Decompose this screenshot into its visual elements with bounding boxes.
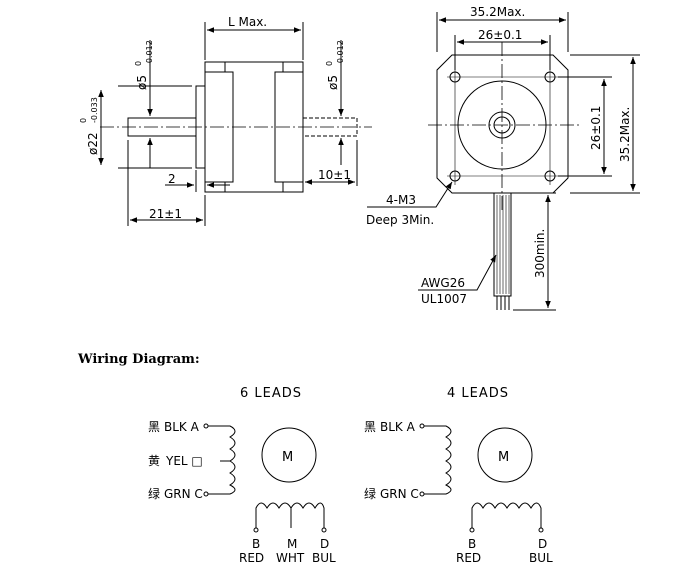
coil-a-6 <box>208 425 236 495</box>
four-coil-a-label-0: BLK A <box>380 420 416 434</box>
boss-dia: ø22 <box>86 132 100 155</box>
six-coil-a-label-2: GRN C <box>164 487 203 501</box>
front-view <box>367 12 640 311</box>
six-coil-a-label-1: YEL □ <box>165 454 203 468</box>
six-coil-b-color-2: BUL <box>312 551 336 565</box>
shaft-dia-right-tol-lower: -0.012 <box>336 40 345 66</box>
overall-width: 35.2Max. <box>470 5 525 19</box>
four-coil-b-color-0: RED <box>456 551 481 565</box>
four-coil-b-letter-1: D <box>538 537 547 551</box>
six-leads-schematic <box>203 423 327 533</box>
wiring-heading: Wiring Diagram: <box>77 352 200 367</box>
thread-label: 4-M3 <box>386 193 416 207</box>
coil-b-6 <box>255 502 325 528</box>
shaft-dia-right: ø5 <box>326 75 340 90</box>
four-coil-a-cn-0: 黑 <box>364 420 376 434</box>
four-leads-title: 4 LEADS <box>447 386 509 401</box>
six-coil-b-color-0: RED <box>239 551 264 565</box>
four-coil-a-label-1: GRN C <box>380 487 419 501</box>
shaft-dia-left-tol-upper: 0 <box>134 61 143 66</box>
wire-gauge: AWG26 <box>421 276 465 290</box>
rear-shaft-length: 10±1 <box>318 168 351 182</box>
six-motor-label: M <box>282 450 294 465</box>
boss-dia-tol-lower: -0.033 <box>90 97 99 123</box>
six-coil-b-letter-0: B <box>252 537 260 551</box>
hole-spacing-h: 26±0.1 <box>478 28 522 42</box>
boss-height: 2 <box>168 172 176 186</box>
six-coil-a-cn-1: 黄 <box>148 454 160 468</box>
six-coil-b-letter-2: D <box>320 537 329 551</box>
length-label: L Max. <box>228 15 267 29</box>
motor-symbol-6 <box>261 427 317 483</box>
six-leads-title: 6 LEADS <box>240 386 302 401</box>
motor-symbol-4 <box>477 427 533 483</box>
six-coil-b-color-1: WHT <box>276 551 305 565</box>
shaft-dia-right-tol-upper: 0 <box>325 61 334 66</box>
four-coil-a-cn-1: 绿 <box>364 486 376 501</box>
shaft-dia-left: ø5 <box>135 75 149 90</box>
overall-height: 35.2Max. <box>618 107 632 162</box>
wire-type: UL1007 <box>421 292 467 306</box>
six-coil-b-letter-1: M <box>287 537 297 551</box>
depth-label: Deep 3Min. <box>366 213 434 227</box>
flange-outline <box>436 54 569 194</box>
boss-dia-tol-upper: 0 <box>79 118 88 123</box>
shaft-dia-left-tol-lower: -0.012 <box>145 40 154 66</box>
body-inner-right <box>274 62 284 192</box>
coil-b-4 <box>471 502 542 528</box>
lead-length: 300min. <box>533 229 547 278</box>
lead-bundle <box>493 192 512 297</box>
coil-a-4 <box>424 425 452 495</box>
hole-spacing-v: 26±0.1 <box>589 106 603 150</box>
four-motor-label: M <box>498 450 510 465</box>
four-leads-schematic <box>419 423 544 533</box>
four-coil-b-letter-0: B <box>468 537 476 551</box>
six-coil-a-cn-0: 黑 <box>148 420 160 434</box>
shaft-length: 21±1 <box>149 207 182 221</box>
six-coil-a-label-0: BLK A <box>164 420 200 434</box>
six-coil-a-cn-2: 绿 <box>148 486 160 501</box>
four-coil-b-color-1: BUL <box>529 551 553 565</box>
side-view <box>98 22 372 226</box>
